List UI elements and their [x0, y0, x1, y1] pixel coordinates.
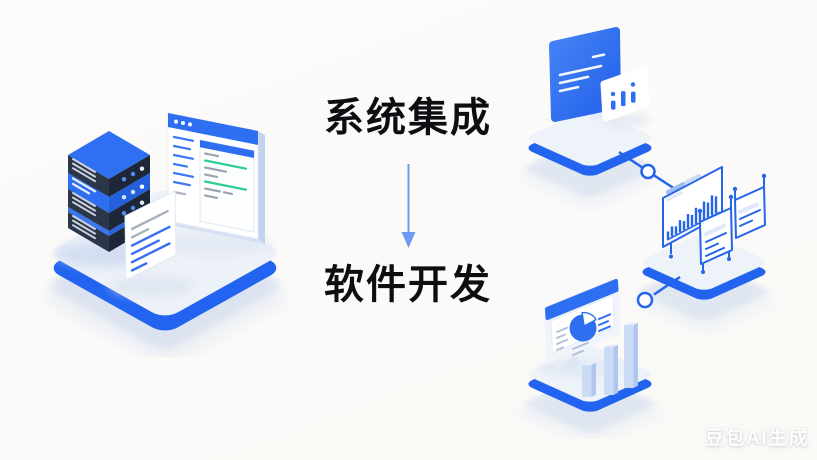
- down-arrow-icon: [401, 164, 416, 248]
- flow-step-system-integration: 系统集成: [324, 96, 492, 140]
- flow-step-software-development: 软件开发: [324, 263, 492, 307]
- mini-bar-chart-card-icon: [599, 66, 651, 127]
- dashboard-monitor-icon: [539, 278, 623, 377]
- browser-window-icon: [161, 112, 273, 256]
- connector-node-icon: [640, 163, 656, 180]
- column-bars-icon: [582, 322, 638, 397]
- connector-line-2: [636, 275, 681, 309]
- connector-node-icon: [636, 291, 654, 309]
- note-board-icon: [697, 194, 734, 274]
- watermark-label: 豆包AI生成: [704, 428, 809, 449]
- document-icon: [110, 190, 194, 296]
- server-platform-illustration: [43, 112, 287, 357]
- monitor-stand: [565, 355, 581, 370]
- histogram-board-icon: [662, 166, 723, 259]
- message-card-platform: [518, 27, 662, 210]
- workflow-platforms-illustration: [518, 27, 776, 438]
- server-led-dots: [121, 166, 145, 216]
- analytics-boards-platform: [632, 166, 776, 334]
- note-board-icon: [732, 173, 767, 239]
- pie-chart-icon: [569, 311, 597, 342]
- dashboard-platform: [518, 278, 662, 438]
